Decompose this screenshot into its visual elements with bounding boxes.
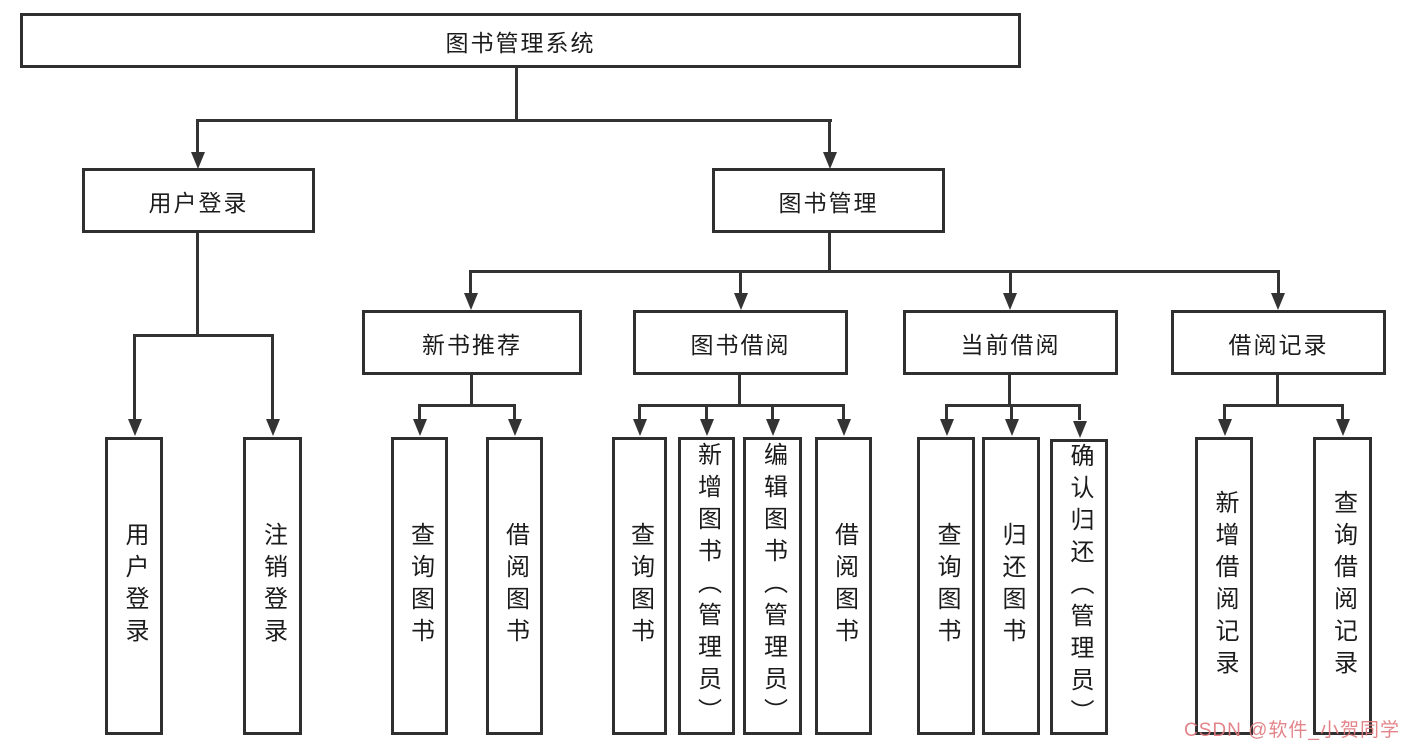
connector-arrow-cb3-line [1078, 404, 1081, 420]
leaf-logout: 注销登录 [243, 437, 302, 735]
connector-bookmgmt-stub [828, 232, 831, 273]
node-book-management: 图书管理 [712, 168, 945, 233]
connector-arrow-bb4-line [842, 404, 845, 420]
arrowhead-bb3 [766, 419, 780, 436]
connector-borrowrecord-stub [1276, 375, 1279, 407]
node-book-borrowing: 图书借阅 [633, 310, 848, 375]
connector-arrow-bookborrow-line [739, 270, 742, 296]
connector-arrow-br2-line [1341, 404, 1344, 420]
connector-root-stub [515, 68, 518, 122]
node-current-borrowing: 当前借阅 [903, 310, 1118, 375]
connector-arrow-cb2-line [1010, 404, 1013, 420]
leaf-query-books-borrowing: 查询图书 [612, 437, 667, 735]
arrowhead-bb4 [837, 419, 851, 436]
arrowhead-br1 [1218, 419, 1232, 436]
connector-borrowrecord-rail [1223, 404, 1344, 407]
connector-currentborrow-rail [945, 404, 1081, 407]
arrowhead-newbook [464, 293, 478, 310]
node-library-system: 图书管理系统 [20, 13, 1021, 68]
arrowhead-currentborrow [1003, 293, 1017, 310]
connector-level3-rail [469, 270, 1280, 273]
connector-arrow-bb2-line [705, 404, 708, 420]
leaf-borrow-books: 借阅图书 [815, 437, 872, 735]
leaf-user-login: 用户登录 [105, 437, 163, 735]
arrowhead-bookborrow [734, 293, 748, 310]
arrowhead-br2 [1336, 419, 1350, 436]
arrowhead-borrowrecord [1271, 293, 1285, 310]
arrowhead-user-login [191, 152, 205, 169]
connector-arrow-nb1-line [418, 404, 421, 420]
connector-currentborrow-stub [1008, 375, 1011, 407]
connector-arrow-leaf-login-line [133, 334, 136, 420]
node-new-book-recommend: 新书推荐 [362, 310, 582, 375]
connector-bookborrow-rail [638, 404, 845, 407]
leaf-borrow-books-recommend: 借阅图书 [486, 437, 543, 735]
arrowhead-leaf-logout [266, 419, 280, 436]
leaf-add-books-admin: 新增图书（管理员） [678, 437, 735, 735]
connector-arrow-nb2-line [513, 404, 516, 420]
connector-newbook-stub [470, 375, 473, 407]
leaf-return-books: 归还图书 [982, 437, 1040, 735]
node-user-login: 用户登录 [82, 168, 315, 233]
arrowhead-leaf-login [128, 419, 142, 436]
connector-arrow-user-login-line [196, 119, 199, 153]
arrowhead-cb1 [940, 419, 954, 436]
arrowhead-cb3 [1073, 421, 1087, 438]
connector-arrow-borrowrecord-line [1277, 270, 1280, 296]
connector-arrow-currentborrow-line [1009, 270, 1012, 296]
leaf-edit-books-admin: 编辑图书（管理员） [743, 437, 802, 735]
arrowhead-cb2 [1005, 419, 1019, 436]
connector-newbook-rail [418, 404, 516, 407]
connector-level2-rail [196, 119, 832, 122]
arrowhead-book-mgmt [823, 152, 837, 169]
node-borrow-records: 借阅记录 [1171, 310, 1386, 375]
leaf-query-books-current: 查询图书 [917, 437, 975, 735]
connector-arrow-newbook-line [469, 270, 472, 296]
connector-arrow-leaf-logout-line [271, 334, 274, 420]
connector-arrow-br1-line [1223, 404, 1226, 420]
connector-bookborrow-stub [738, 375, 741, 407]
arrowhead-nb2 [508, 419, 522, 436]
arrowhead-bb1 [633, 419, 647, 436]
leaf-query-borrow-record: 查询借阅记录 [1313, 437, 1372, 735]
connector-arrow-book-mgmt-line [828, 119, 831, 153]
connector-userlogin-stub [196, 232, 199, 337]
connector-userlogin-rail [133, 334, 274, 337]
leaf-query-books-recommend: 查询图书 [391, 437, 448, 735]
connector-arrow-cb1-line [945, 404, 948, 420]
connector-arrow-bb1-line [638, 404, 641, 420]
connector-arrow-bb3-line [771, 404, 774, 420]
leaf-confirm-return-admin: 确认归还（管理员） [1050, 439, 1108, 735]
arrowhead-bb2 [700, 419, 714, 436]
csdn-watermark: CSDN @软件_小贺同学 [1184, 720, 1400, 741]
arrowhead-nb1 [413, 419, 427, 436]
leaf-add-borrow-record: 新增借阅记录 [1195, 437, 1253, 735]
